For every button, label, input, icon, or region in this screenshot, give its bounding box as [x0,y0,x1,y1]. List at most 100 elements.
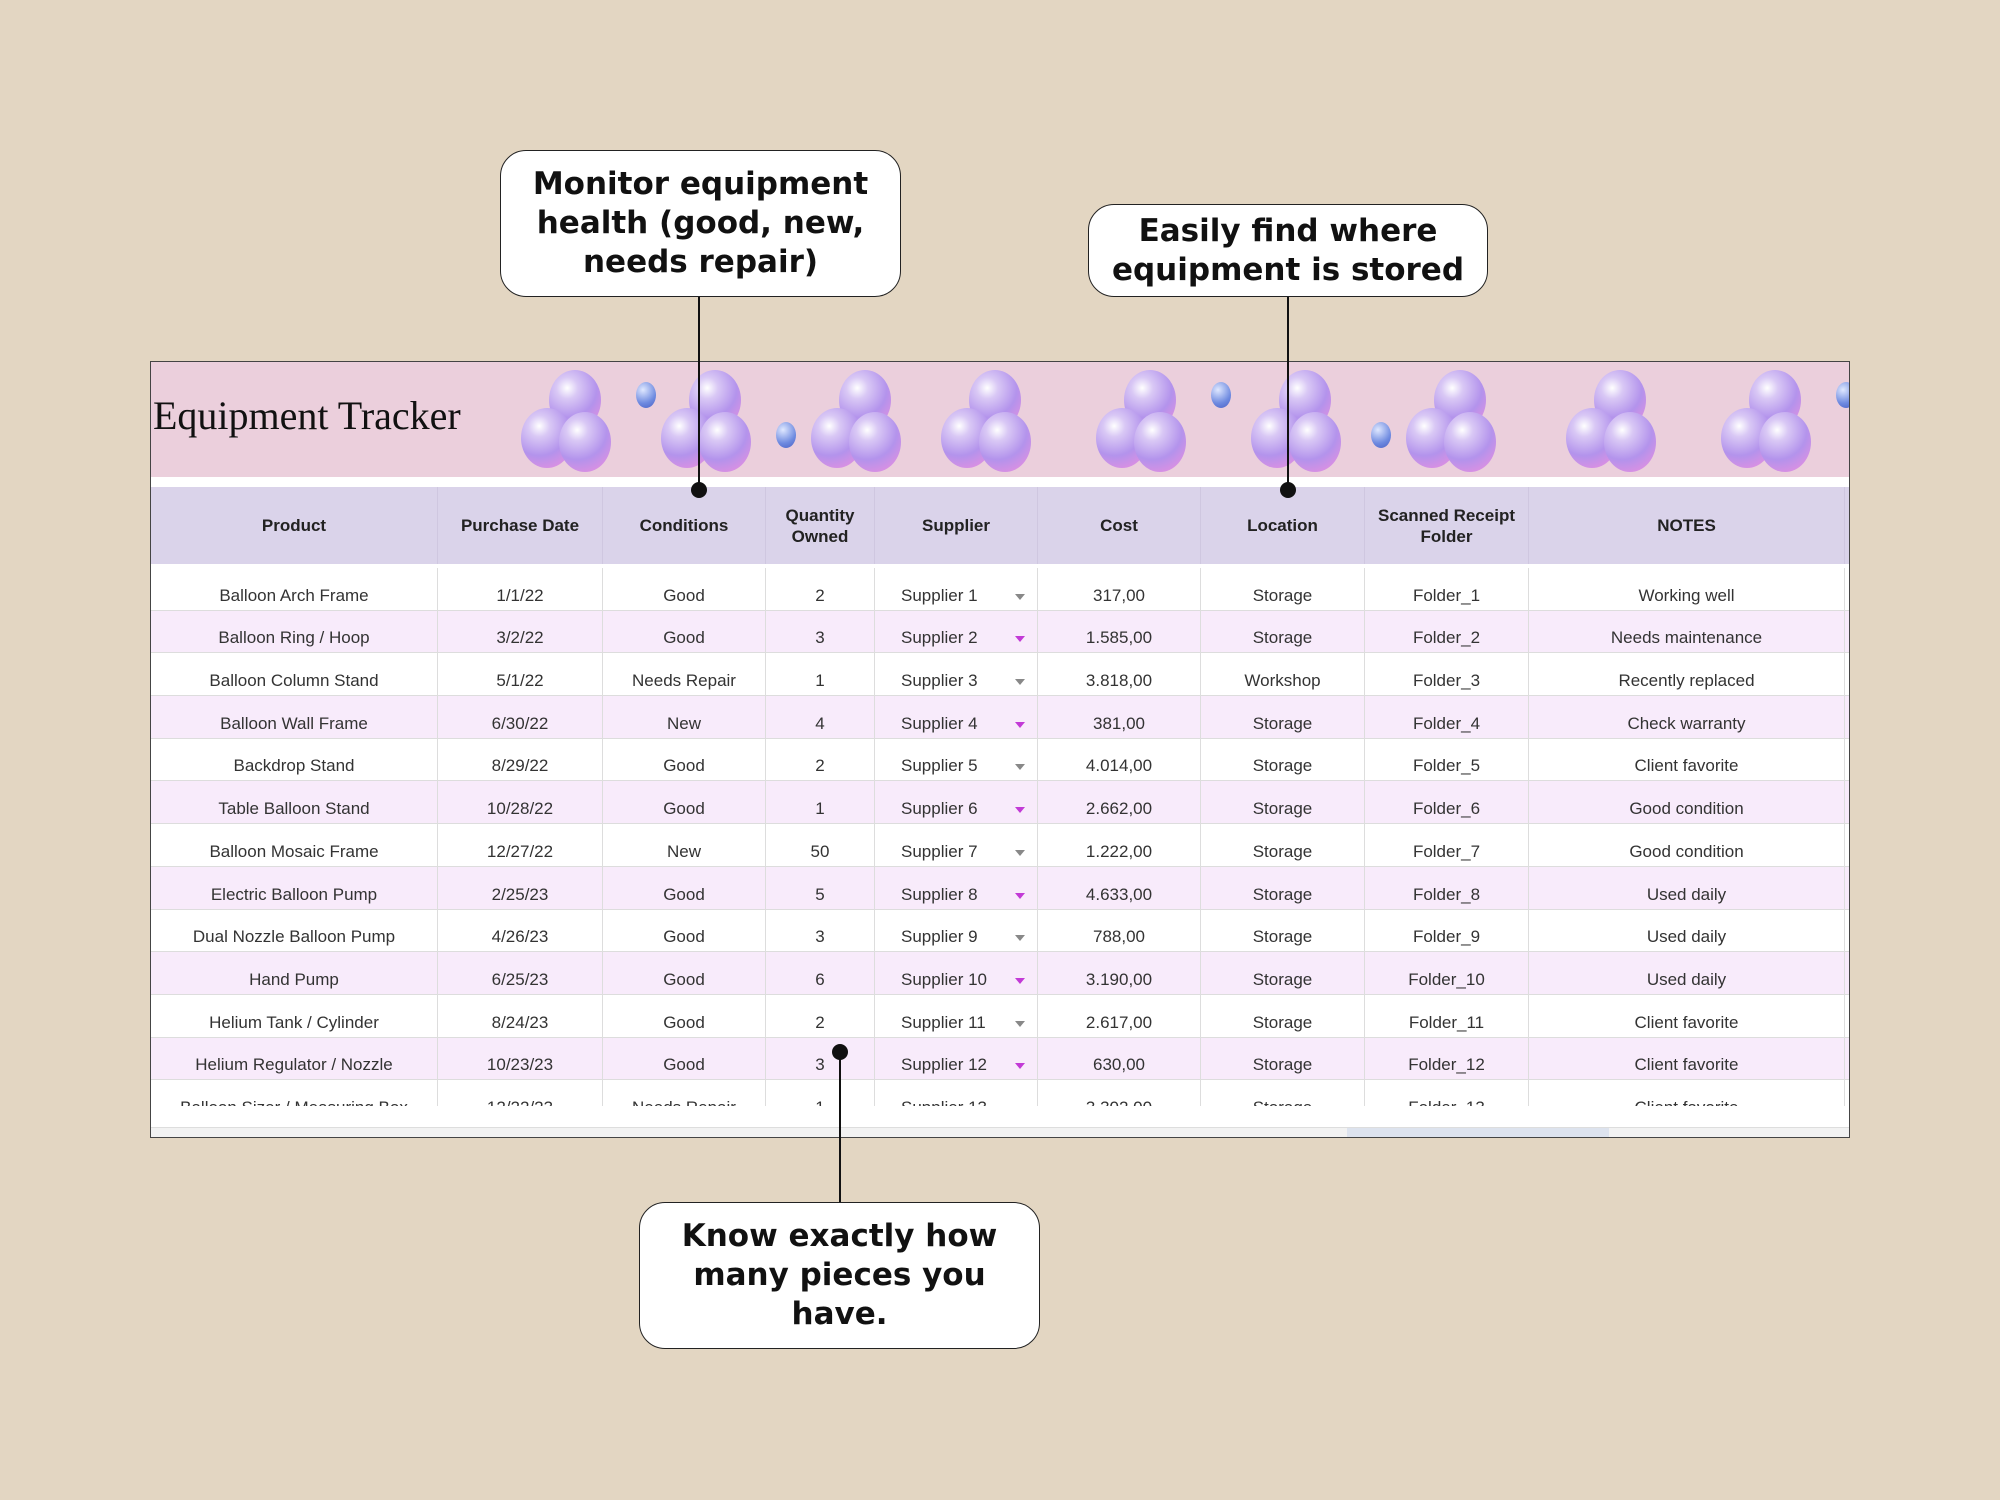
dropdown-arrow-icon[interactable] [1015,764,1025,771]
dropdown-arrow-icon[interactable] [1015,1063,1025,1070]
table-cell[interactable]: 1 [766,781,875,824]
table-cell[interactable]: Used daily [1529,909,1845,952]
supplier-dropdown[interactable]: Supplier 10 [875,952,1038,994]
supplier-dropdown[interactable]: Supplier 11 [875,994,1038,1037]
table-cell[interactable]: 6/25/23 [438,952,603,994]
column-header[interactable]: Conditions [603,487,766,564]
table-cell[interactable]: Balloon Ring / Hoop [151,610,438,653]
table-cell[interactable]: Storage [1201,952,1365,994]
table-cell[interactable]: Helium Regulator / Nozzle [151,1037,438,1080]
column-header[interactable]: Quantity Owned [766,487,875,564]
table-cell[interactable]: 630,00 [1038,1037,1201,1080]
table-cell[interactable]: 1.585,00 [1038,610,1201,653]
table-cell[interactable]: Used daily [1529,952,1845,994]
table-cell[interactable]: New [603,824,766,866]
table-cell[interactable]: Workshop [1201,653,1365,696]
table-cell[interactable]: Folder_8 [1365,866,1529,909]
table-cell[interactable]: 10/23/23 [438,1037,603,1080]
table-cell[interactable]: Needs maintenance [1529,610,1845,653]
table-cell[interactable]: Folder_4 [1365,696,1529,738]
dropdown-arrow-icon[interactable] [1015,849,1025,856]
supplier-dropdown[interactable]: Supplier 13 [875,1080,1038,1106]
column-header[interactable]: Scanned Receipt Folder [1365,487,1529,564]
table-cell[interactable]: 3.818,00 [1038,653,1201,696]
table-cell[interactable]: 6 [766,952,875,994]
dropdown-arrow-icon[interactable] [1015,892,1025,899]
table-cell[interactable]: Storage [1201,738,1365,781]
table-cell[interactable]: Good [603,738,766,781]
dropdown-arrow-icon[interactable] [1015,679,1025,686]
table-cell[interactable]: Balloon Mosaic Frame [151,824,438,866]
table-cell[interactable]: 317,00 [1038,568,1201,610]
table-cell[interactable]: Storage [1201,824,1365,866]
table-cell[interactable]: Good condition [1529,824,1845,866]
table-cell[interactable]: Good condition [1529,781,1845,824]
table-cell[interactable]: 12/27/22 [438,824,603,866]
table-cell[interactable]: 10/28/22 [438,781,603,824]
table-cell[interactable]: Storage [1201,781,1365,824]
table-cell[interactable]: Folder_13 [1365,1080,1529,1106]
table-cell[interactable]: 1 [766,1080,875,1106]
table-cell[interactable]: 4/26/23 [438,909,603,952]
column-header[interactable]: Cost [1038,487,1201,564]
table-cell[interactable]: 2 [766,568,875,610]
table-cell[interactable]: 3/2/22 [438,610,603,653]
table-cell[interactable]: Check warranty [1529,696,1845,738]
table-cell[interactable]: 3.302,00 [1038,1080,1201,1106]
dropdown-arrow-icon[interactable] [1015,721,1025,728]
table-cell[interactable]: 2 [766,738,875,781]
dropdown-arrow-icon[interactable] [1015,977,1025,984]
table-cell[interactable]: Client favorite [1529,1080,1845,1106]
table-cell[interactable]: 50 [766,824,875,866]
table-cell[interactable]: Folder_9 [1365,909,1529,952]
table-cell[interactable]: 381,00 [1038,696,1201,738]
table-cell[interactable]: Storage [1201,994,1365,1037]
table-cell[interactable]: Folder_6 [1365,781,1529,824]
table-cell[interactable]: Folder_7 [1365,824,1529,866]
column-header[interactable]: Product [151,487,438,564]
table-cell[interactable]: Storage [1201,1037,1365,1080]
table-cell[interactable]: 1.222,00 [1038,824,1201,866]
table-cell[interactable]: 3 [766,1037,875,1080]
table-cell[interactable]: Folder_11 [1365,994,1529,1037]
table-cell[interactable]: Good [603,568,766,610]
table-cell[interactable]: 5/1/22 [438,653,603,696]
table-cell[interactable]: Used daily [1529,866,1845,909]
horizontal-scrollbar[interactable] [151,1127,1849,1137]
table-cell[interactable]: Folder_12 [1365,1037,1529,1080]
table-cell[interactable]: 2.617,00 [1038,994,1201,1037]
column-header[interactable]: Supplier [875,487,1038,564]
table-cell[interactable]: Folder_1 [1365,568,1529,610]
table-cell[interactable]: Good [603,781,766,824]
table-cell[interactable]: Backdrop Stand [151,738,438,781]
table-cell[interactable]: Client favorite [1529,994,1845,1037]
table-cell[interactable]: Recently replaced [1529,653,1845,696]
table-cell[interactable]: Storage [1201,696,1365,738]
table-cell[interactable]: Helium Tank / Cylinder [151,994,438,1037]
table-cell[interactable]: Folder_2 [1365,610,1529,653]
supplier-dropdown[interactable]: Supplier 6 [875,781,1038,824]
table-cell[interactable]: Balloon Sizer / Measuring Box [151,1080,438,1106]
table-cell[interactable]: 3 [766,610,875,653]
table-cell[interactable]: Good [603,610,766,653]
dropdown-arrow-icon[interactable] [1015,935,1025,942]
dropdown-arrow-icon[interactable] [1015,807,1025,814]
table-cell[interactable]: Folder_3 [1365,653,1529,696]
table-cell[interactable]: 3.190,00 [1038,952,1201,994]
table-cell[interactable]: Needs Repair [603,653,766,696]
table-cell[interactable]: 8/29/22 [438,738,603,781]
table-cell[interactable]: 4.633,00 [1038,866,1201,909]
dropdown-arrow-icon[interactable] [1015,1020,1025,1027]
table-cell[interactable]: Table Balloon Stand [151,781,438,824]
table-cell[interactable]: Folder_10 [1365,952,1529,994]
table-cell[interactable]: Dual Nozzle Balloon Pump [151,909,438,952]
table-cell[interactable]: Storage [1201,866,1365,909]
supplier-dropdown[interactable]: Supplier 8 [875,866,1038,909]
table-cell[interactable]: Balloon Column Stand [151,653,438,696]
table-cell[interactable]: Balloon Arch Frame [151,568,438,610]
supplier-dropdown[interactable]: Supplier 5 [875,738,1038,781]
table-cell[interactable]: 3 [766,909,875,952]
table-cell[interactable]: Storage [1201,909,1365,952]
supplier-dropdown[interactable]: Supplier 2 [875,610,1038,653]
table-cell[interactable]: Good [603,952,766,994]
